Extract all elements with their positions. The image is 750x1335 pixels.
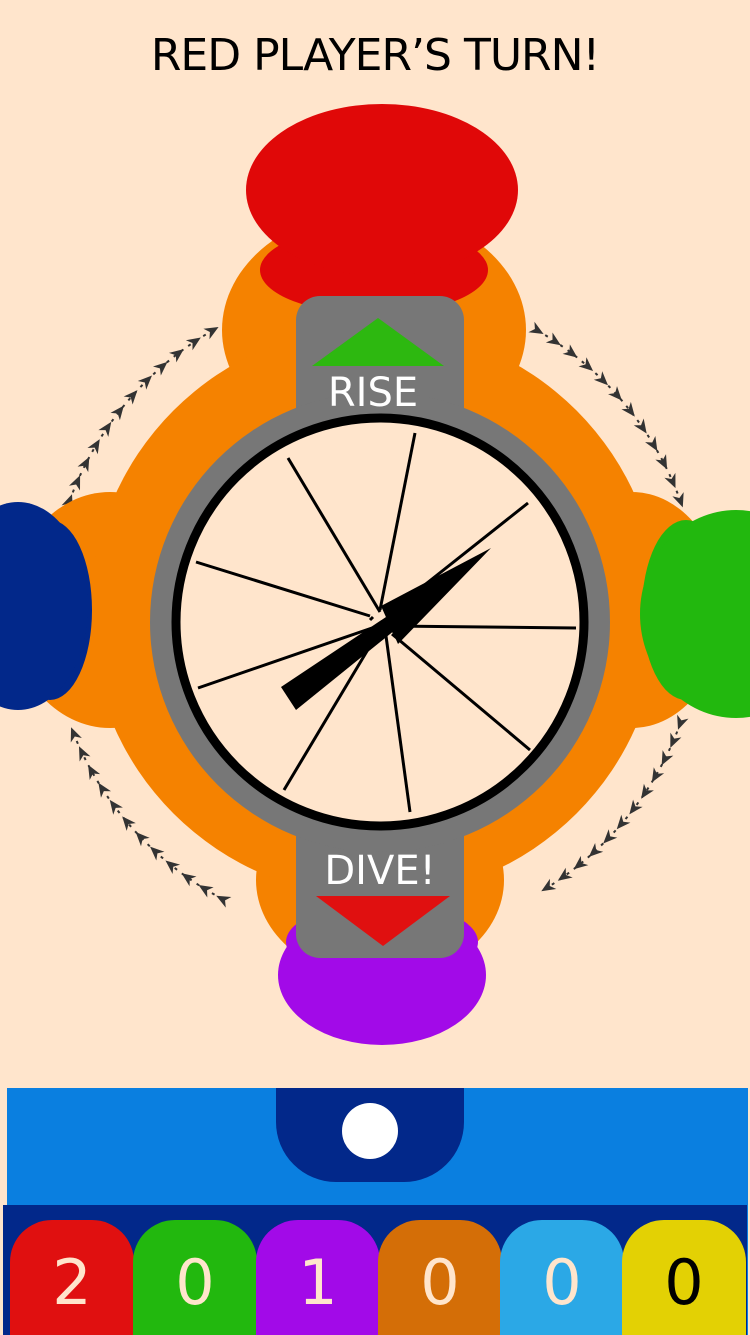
chevron-arrow-icon	[562, 344, 578, 358]
turn-title: RED PLAYER’S TURN!	[150, 30, 600, 81]
score-tile-green: 0	[133, 1220, 257, 1335]
chevron-arrow-icon	[198, 885, 214, 898]
spinner-segment-line	[368, 615, 375, 622]
chevron-arrow-icon	[578, 357, 594, 371]
game-board: RISE DIVE!	[0, 104, 750, 1045]
chevron-arrow-icon	[110, 405, 124, 421]
chevron-arrow-icon	[98, 421, 112, 437]
score-tile-red: 2	[10, 1220, 134, 1335]
chevron-arrow-icon	[152, 361, 168, 376]
score-tile-purple: 1	[256, 1220, 380, 1335]
chevron-arrow-icon	[77, 456, 90, 473]
chevron-arrow-icon	[573, 855, 589, 870]
chevron-arrow-icon	[70, 727, 82, 743]
spinner-segment-line	[195, 560, 371, 618]
chevron-arrow-icon	[185, 337, 201, 351]
spinner-segment-line	[286, 457, 382, 613]
chevron-arrow-icon	[122, 816, 136, 831]
chevron-arrow-icon	[603, 829, 618, 844]
chevron-arrow-icon	[629, 799, 643, 815]
chevron-arrow-icon	[593, 371, 608, 386]
chevron-arrow-icon	[88, 764, 101, 780]
arrow-track-line	[72, 733, 223, 900]
chevron-arrow-icon	[203, 327, 219, 340]
chevron-arrow-icon	[661, 750, 674, 766]
chevron-arrow-icon	[655, 454, 668, 470]
chevron-arrow-icon	[87, 439, 100, 455]
chevron-arrow-icon	[541, 878, 557, 892]
player-red-station	[246, 104, 518, 314]
chevron-arrow-icon	[621, 401, 635, 417]
arrow-track-line	[546, 722, 682, 889]
chevron-arrow-icon	[670, 732, 682, 748]
chevron-arrow-icon	[135, 831, 150, 847]
chevron-arrow-icon	[68, 475, 81, 491]
player-green-station	[640, 510, 750, 718]
chevron-arrow-icon	[664, 472, 676, 489]
chevron-arrow-icon	[545, 332, 561, 346]
dive-label: DIVE!	[324, 848, 435, 894]
spinner-segment-line	[384, 635, 412, 813]
chevron-arrow-icon	[165, 860, 181, 874]
chevron-arrow-icon	[557, 867, 573, 881]
chevron-arrow-icon	[528, 321, 544, 334]
player-blue-station	[0, 502, 92, 710]
chevron-arrow-icon	[645, 436, 658, 452]
chevron-arrow-icon	[216, 895, 232, 908]
chevron-arrow-icon	[641, 783, 654, 799]
chevron-arrow-icon	[123, 390, 138, 405]
spinner-segment-line	[391, 632, 531, 752]
action-button[interactable]	[342, 1103, 398, 1159]
score-tile-yellow: 0	[622, 1220, 746, 1335]
chevron-arrow-icon	[588, 842, 604, 857]
spinner-segments	[195, 432, 577, 813]
chevron-arrow-icon	[181, 873, 197, 887]
score-tile-cyan: 0	[500, 1220, 624, 1335]
rise-label: RISE	[328, 370, 418, 416]
dive-button[interactable]: DIVE!	[316, 848, 450, 946]
turn-direction-arrows	[61, 321, 689, 908]
score-tile-orange: 0	[378, 1220, 502, 1335]
spinner-segment-line	[197, 626, 373, 690]
arrow-track-line	[68, 329, 214, 502]
spinner-segment-line	[389, 624, 577, 630]
rise-button[interactable]: RISE	[312, 318, 444, 416]
chevron-arrow-icon	[98, 782, 112, 798]
arrow-track-line	[536, 329, 682, 502]
chevron-arrow-icon	[168, 349, 184, 363]
spinner-segment-line	[282, 635, 378, 791]
chevron-arrow-icon	[672, 492, 684, 508]
dive-arrow-icon	[316, 896, 450, 946]
spinner-segment-line	[378, 432, 417, 611]
spinner-needle[interactable]	[281, 548, 491, 710]
chevron-arrow-icon	[150, 846, 165, 861]
chevron-arrow-icon	[651, 767, 665, 783]
chevron-arrow-icon	[608, 386, 622, 401]
rise-arrow-icon	[312, 318, 444, 366]
chevron-arrow-icon	[78, 746, 91, 762]
